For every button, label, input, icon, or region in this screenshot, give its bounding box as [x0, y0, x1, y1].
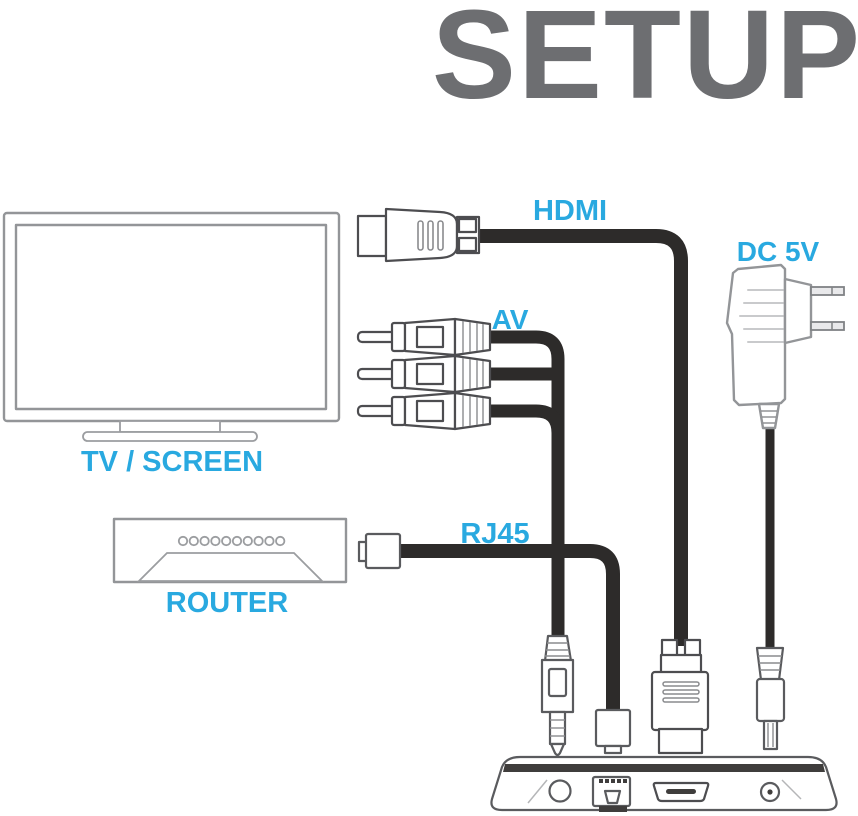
- box-accent-line: [527, 779, 548, 804]
- power-adapter: [725, 263, 845, 430]
- box-top-edge: [503, 764, 825, 772]
- rj45-port-pin: [599, 779, 603, 783]
- rj45-port-foot: [599, 806, 627, 812]
- rca-ribbed-section: [453, 317, 492, 357]
- router: [112, 517, 348, 584]
- jack-tip: [549, 742, 566, 757]
- hdmi-body-ridge: [437, 220, 444, 251]
- av-jack-plug: [540, 634, 575, 757]
- rj45-plug-clip: [603, 744, 623, 755]
- rj45-port-tab: [603, 789, 622, 805]
- router-led: [231, 535, 243, 547]
- rj45-connector-body: [364, 532, 402, 570]
- rca-connector: [356, 317, 492, 357]
- rca-window: [415, 325, 445, 349]
- rj45-port-pin: [617, 779, 621, 783]
- tv-stand-neck: [119, 420, 221, 433]
- router-led: [221, 535, 232, 547]
- router-label: ROUTER: [166, 587, 289, 619]
- hdmi-connector-left: [356, 207, 481, 263]
- dc-power-label: DC 5V: [737, 236, 820, 267]
- router-led: [253, 535, 264, 547]
- hdmi-body-ridge: [427, 220, 434, 251]
- av-cable-top: [483, 330, 565, 640]
- rca-cap: [390, 358, 407, 390]
- rj45-plug: [594, 708, 632, 755]
- set-top-box: [490, 755, 838, 812]
- hdmi-plug-notch: [660, 638, 679, 658]
- dc-plug-strain-relief: [755, 646, 785, 682]
- page-title: SETUP: [432, 0, 858, 125]
- adapter-prong: [810, 286, 845, 296]
- rca-ribbed-section: [453, 354, 492, 394]
- adapter-strain-relief: [757, 402, 781, 430]
- rj45-connector-left: [357, 532, 402, 570]
- dc-power-port: [759, 781, 781, 803]
- box-accent-line: [781, 779, 802, 800]
- tv-stand-base: [82, 431, 258, 442]
- jack-strain-relief: [543, 634, 573, 663]
- tv-display: [14, 223, 328, 411]
- rj45-cable: [398, 544, 620, 716]
- hdmi-connector-tip: [356, 214, 388, 258]
- router-led: [275, 535, 286, 547]
- hdmi-plug-ridge: [662, 681, 700, 687]
- dc-port-pin: [767, 789, 773, 795]
- hdmi-plug-tip: [657, 727, 704, 755]
- hdmi-label: HDMI: [533, 195, 607, 227]
- hdmi-cable: [476, 229, 688, 646]
- rca-connector: [356, 391, 492, 431]
- router-led: [242, 535, 253, 547]
- av-cable-bottom: [483, 404, 565, 434]
- rj45-label: RJ45: [460, 518, 529, 550]
- router-led: [210, 535, 221, 547]
- hdmi-body-ridge: [417, 220, 424, 251]
- jack-body-window: [547, 667, 568, 698]
- av-jack-port: [548, 779, 572, 803]
- hdmi-neck-notch: [457, 217, 478, 234]
- rj45-port-pin: [611, 779, 615, 783]
- router-led: [264, 535, 275, 547]
- rca-pin: [356, 330, 397, 344]
- hdmi-plug-notch: [683, 638, 702, 658]
- router-led-row: [177, 535, 286, 547]
- rca-window: [415, 362, 445, 386]
- tv-label: TV / SCREEN: [81, 446, 263, 478]
- rj45-plug-body: [594, 708, 632, 748]
- hdmi-neck-notch: [457, 236, 478, 253]
- dc-plug: [755, 646, 786, 751]
- rca-pin: [356, 404, 397, 418]
- router-led: [199, 535, 210, 547]
- hdmi-plug-ridge: [662, 689, 700, 695]
- adapter-plug-face: [783, 277, 813, 345]
- router-front-panel: [136, 552, 325, 582]
- av-connectors: [356, 317, 492, 431]
- adapter-prong: [810, 321, 845, 331]
- router-led: [188, 535, 199, 547]
- rca-window: [415, 399, 445, 423]
- cables: [398, 229, 775, 716]
- rj45-port-pin: [623, 779, 627, 783]
- dc-plug-body: [755, 677, 786, 723]
- hdmi-plug-ridge: [662, 697, 700, 703]
- rca-pin: [356, 367, 397, 381]
- rca-cap: [390, 321, 407, 353]
- dc-plug-barrel: [762, 719, 779, 751]
- hdmi-plug: [650, 638, 710, 755]
- rca-cap: [390, 395, 407, 427]
- adapter-body: [725, 263, 787, 407]
- hdmi-port-slot: [666, 789, 696, 794]
- rca-ribbed-section: [453, 391, 492, 431]
- tv-screen: [2, 211, 341, 442]
- av-label: AV: [492, 304, 529, 335]
- rj45-port-pin: [605, 779, 609, 783]
- router-led: [177, 535, 189, 547]
- ethernet-rj45-port: [591, 775, 632, 812]
- hdmi-port: [652, 781, 710, 803]
- rca-connector: [356, 354, 492, 394]
